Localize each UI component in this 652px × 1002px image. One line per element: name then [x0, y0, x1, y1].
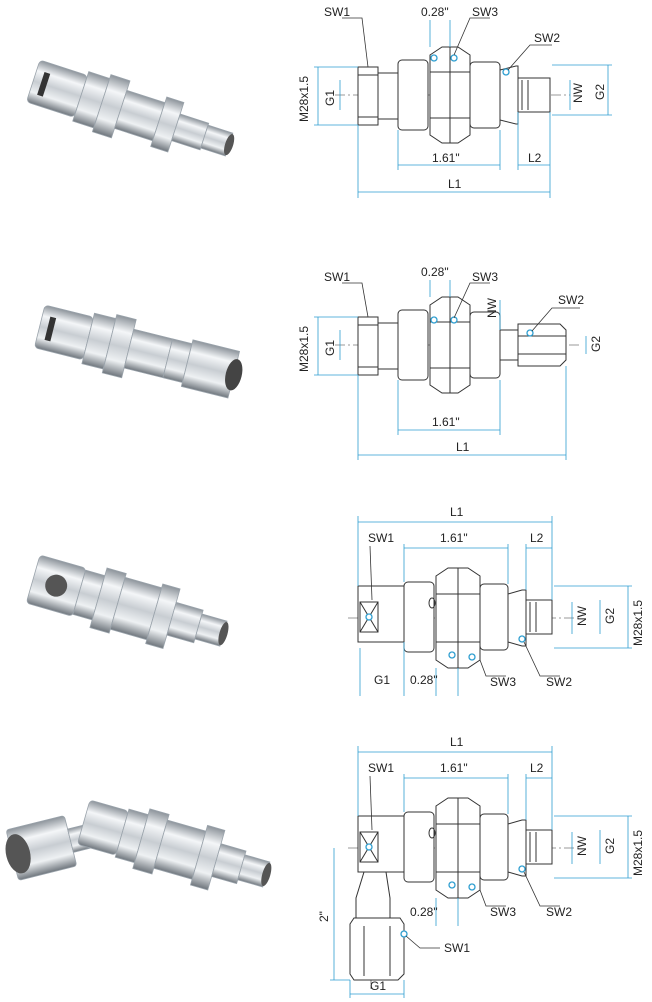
label-nut-width: 0.28": [421, 265, 449, 279]
male-thread: [517, 77, 551, 113]
label-g2: G2: [603, 838, 617, 854]
label-nut-width: 0.28": [421, 5, 449, 19]
marker-sw3a: [430, 54, 438, 62]
elbow-nut: [349, 917, 405, 981]
variant-2: SW1 0.28" SW3 SW2 M28x1.5 G1 NW G2 1.61"…: [0, 250, 652, 480]
label-sw3: SW3: [472, 270, 498, 284]
label-g1: G1: [323, 90, 337, 106]
label-sw2: SW2: [546, 675, 572, 689]
product-photo: [26, 555, 229, 650]
label-nw: NW: [485, 297, 499, 318]
label-thread-m: M28x1.5: [297, 326, 311, 372]
label-l2: L2: [530, 761, 544, 775]
label-elbow-len: 2": [317, 911, 331, 922]
label-sw1: SW1: [324, 270, 350, 284]
variant-1: SW1 0.28" SW3 SW2 M28x1.5 G1 NW G2 1.61"…: [0, 0, 652, 230]
label-sw2: SW2: [558, 293, 584, 307]
label-l1: L1: [450, 735, 464, 749]
label-g2: G2: [593, 84, 607, 100]
label-body-len: 1.61": [440, 761, 468, 775]
connector-photo-2: [34, 305, 243, 399]
label-thread-m: M28x1.5: [297, 76, 311, 122]
body-sleeve: [397, 59, 429, 131]
label-thread-m: M28x1.5: [631, 600, 645, 646]
label-g2: G2: [589, 336, 603, 352]
label-sw2: SW2: [534, 31, 560, 45]
elbow-tube: [355, 871, 391, 919]
connector-photo-4: [5, 800, 272, 891]
female-nut: [517, 323, 567, 367]
label-nut-width: 0.28": [410, 905, 438, 919]
label-g1: G1: [370, 979, 386, 993]
label-thread-m: M28x1.5: [631, 830, 645, 876]
variant-4: L1 SW1 1.61" L2 NW G2 M28x1.5 2" 0.28" S…: [0, 730, 652, 1002]
label-nut-width: 0.28": [410, 673, 438, 687]
product-photo: [34, 305, 243, 399]
label-sw2: SW2: [546, 905, 572, 919]
technical-drawing: L1 SW1 1.61" L2 NW G2 M28x1.5 2" 0.28" S…: [317, 735, 645, 998]
label-nw: NW: [575, 605, 589, 626]
label-nw: NW: [575, 835, 589, 856]
marker-sw3b: [450, 54, 458, 62]
connector-photo-1: [27, 60, 235, 157]
technical-drawing: L1 SW1 1.61" L2 NW G2 M28x1.5 G1 0.28" S…: [348, 505, 645, 696]
variant-3: L1 SW1 1.61" L2 NW G2 M28x1.5 G1 0.28" S…: [0, 500, 652, 710]
label-l2: L2: [530, 531, 544, 545]
label-sw1: SW1: [324, 5, 350, 19]
label-body-len: 1.61": [432, 415, 460, 429]
nut-sw2: [499, 65, 519, 125]
label-body-len: 1.61": [432, 151, 460, 165]
label-g2: G2: [603, 608, 617, 624]
label-sw1: SW1: [368, 761, 394, 775]
body-sw1: [357, 66, 379, 126]
label-sw3: SW3: [490, 905, 516, 919]
label-l1: L1: [450, 505, 464, 519]
technical-drawing: SW1 0.28" SW3 SW2 M28x1.5 G1 NW G2 1.61"…: [297, 5, 612, 198]
label-l2: L2: [528, 151, 542, 165]
label-g1: G1: [323, 340, 337, 356]
label-sw1: SW1: [368, 531, 394, 545]
product-photo: [5, 800, 272, 891]
label-body-len: 1.61": [440, 531, 468, 545]
product-photo: [27, 60, 235, 157]
marker-sw2: [502, 68, 510, 76]
technical-drawing: SW1 0.28" SW3 SW2 M28x1.5 G1 NW G2 1.61"…: [297, 265, 603, 460]
label-nw: NW: [571, 82, 585, 103]
label-sw1-lower: SW1: [444, 941, 470, 955]
nut-2: [449, 46, 471, 144]
label-l1: L1: [456, 440, 470, 454]
label-sw3: SW3: [490, 675, 516, 689]
label-g1: G1: [374, 673, 390, 687]
label-l1: L1: [448, 177, 462, 191]
label-sw3: SW3: [472, 5, 498, 19]
connector-photo-3: [26, 555, 229, 650]
